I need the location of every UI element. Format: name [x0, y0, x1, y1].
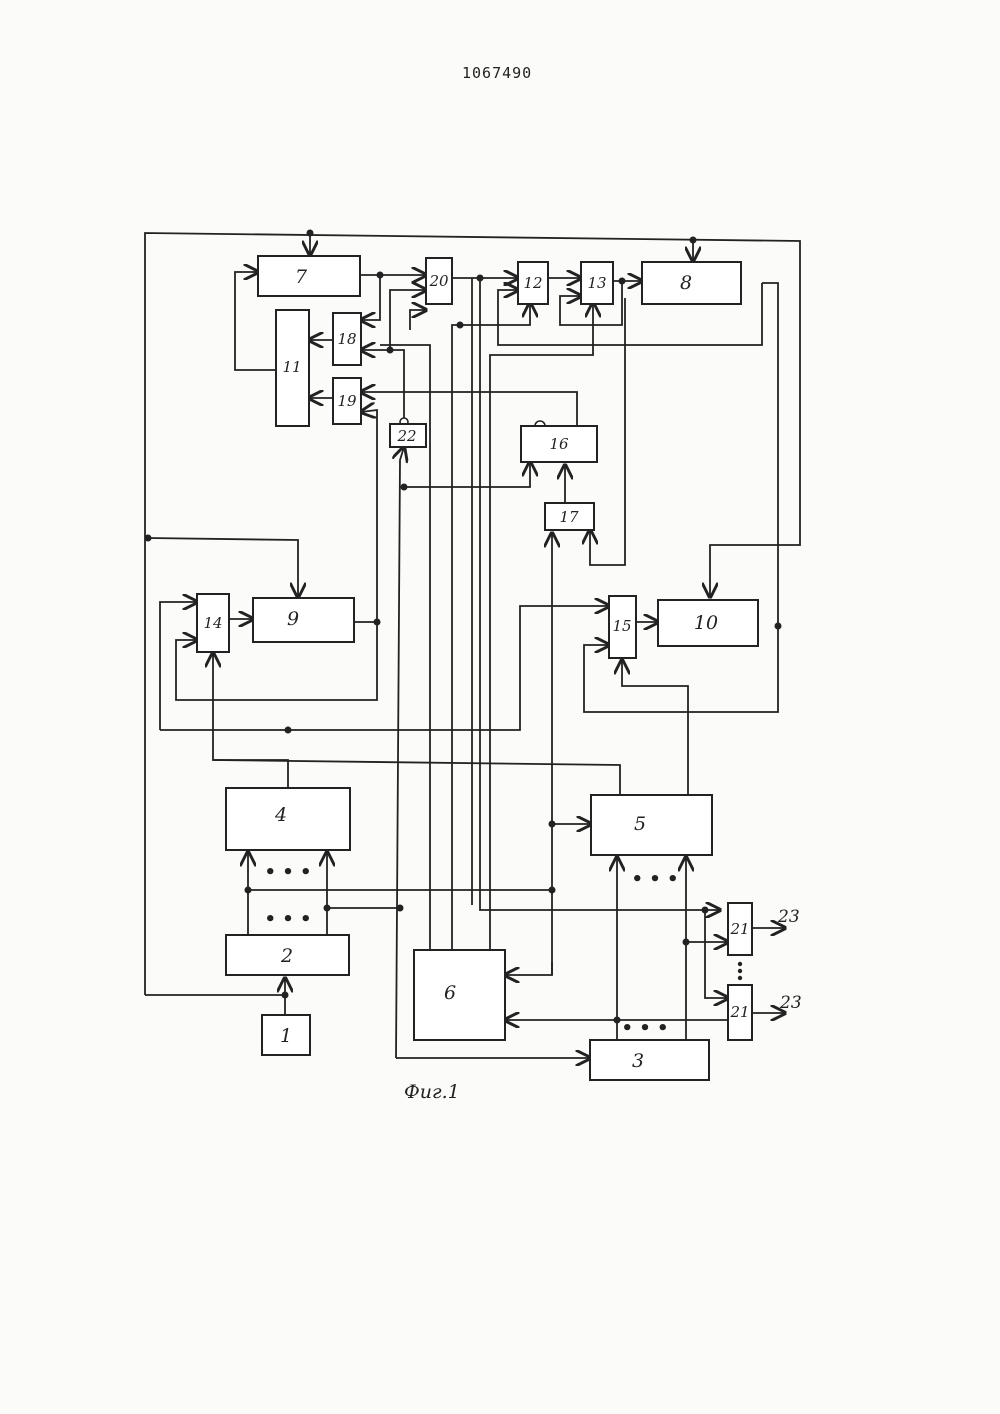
block-12-label: 12 — [523, 274, 542, 292]
block-16: 16 — [521, 426, 597, 462]
block-2: 2 — [226, 935, 349, 975]
wire-bus-to-9 — [148, 538, 298, 597]
ellipsis-3-6: • • • — [621, 1018, 668, 1039]
block-15-label: 15 — [612, 617, 631, 635]
block-9: 9 — [253, 598, 354, 642]
ellipsis-2-4-upper: • • • — [264, 862, 311, 883]
block-2-label: 2 — [280, 945, 293, 967]
block-6: 6 — [414, 950, 505, 1040]
wire-6-up-b — [452, 325, 460, 950]
wire-22-to-18 — [361, 350, 404, 420]
block-15: 15 — [609, 596, 636, 658]
wire-7-to-18 — [361, 275, 380, 320]
block-10-label: 10 — [694, 612, 718, 634]
wire-9-to-19 — [354, 410, 377, 622]
block-8-label: 8 — [680, 272, 692, 294]
block-19-label: 19 — [337, 392, 357, 410]
block-10: 10 — [658, 600, 758, 646]
block-4-label: 4 — [274, 804, 287, 826]
block-20-label: 20 — [428, 272, 449, 290]
wire-20-feedback — [460, 303, 530, 325]
wire-10-up — [762, 283, 778, 626]
block-1-label: 1 — [280, 1025, 292, 1047]
ellipsis-21-vertical — [738, 962, 742, 980]
block-6-label: 6 — [444, 982, 456, 1004]
block-18: 18 — [333, 313, 361, 365]
block-3: 3 — [590, 1040, 709, 1080]
figure-caption: Фиг.1 — [404, 1081, 460, 1103]
block-5: 5 — [591, 795, 712, 855]
block-13-label: 13 — [587, 274, 606, 292]
wire-16-to-19 — [361, 392, 577, 426]
ellipsis-3-5: • • • — [631, 869, 678, 890]
wire-bus-to-14 — [160, 602, 197, 730]
wire-22-to-20b — [410, 310, 426, 330]
block-4: 4 — [226, 788, 350, 850]
wire-6-side — [505, 962, 552, 975]
block-11-label: 11 — [282, 358, 301, 376]
wire-6-up-c — [490, 355, 500, 950]
block-13: 13 — [581, 262, 613, 304]
wire-4-to-14 — [213, 653, 288, 788]
block-1: 1 — [262, 1015, 310, 1055]
output-label-23-bottom: 23 — [779, 993, 802, 1013]
wire-22-to-16 — [404, 462, 530, 487]
block-9-label: 9 — [287, 608, 299, 630]
block-11: 11 — [276, 310, 309, 426]
wire-13-feedback — [500, 303, 593, 355]
block-22: 22 — [390, 424, 426, 447]
block-22-label: 22 — [396, 427, 416, 445]
block-19: 19 — [333, 378, 361, 424]
block-5-label: 5 — [634, 813, 646, 835]
block-21-bottom: 21 — [728, 985, 752, 1040]
block-8: 8 — [642, 262, 741, 304]
block-21-top-label: 21 — [729, 920, 749, 938]
block-7-label: 7 — [295, 266, 308, 288]
wire-22-up — [390, 290, 426, 350]
block-20: 20 — [426, 258, 452, 304]
block-16-label: 16 — [549, 435, 569, 453]
block-17-label: 17 — [559, 508, 579, 526]
block-14-label: 14 — [203, 614, 222, 632]
block-21-top: 21 — [728, 903, 752, 955]
ellipsis-2-4-lower: • • • — [264, 909, 311, 930]
block-7: 7 — [258, 256, 360, 296]
block-14: 14 — [197, 594, 229, 652]
wire-to-21b — [705, 910, 728, 998]
output-label-23-top: 23 — [777, 907, 800, 927]
wire-5-to-15 — [622, 660, 688, 795]
block-17: 17 — [545, 503, 594, 530]
block-18-label: 18 — [337, 330, 356, 348]
wire-vert-22 — [396, 447, 404, 1058]
block-3-label: 3 — [632, 1050, 644, 1072]
block-12: 12 — [518, 262, 548, 304]
block-21-bottom-label: 21 — [729, 1003, 749, 1021]
